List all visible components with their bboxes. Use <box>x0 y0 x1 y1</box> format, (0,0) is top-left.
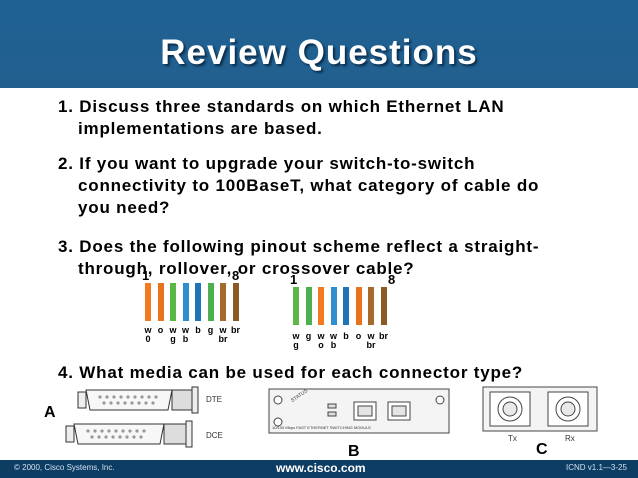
pinout-left-label-6-top: g <box>207 325 214 335</box>
question-3-line-1: 3. Does the following pinout scheme refl… <box>58 237 540 256</box>
connector-c-letter: C <box>536 441 548 458</box>
pinout-right-label-3-top: w <box>317 331 325 341</box>
pinout-right-label-3-bottom: o <box>318 340 324 350</box>
pinout-left-wire-7 <box>220 283 226 321</box>
pinout-right-wire-3 <box>318 287 324 325</box>
pinout-right-label-1-top: w <box>292 331 300 341</box>
pinout-left-first-pin: 1 <box>142 268 150 283</box>
title-band <box>0 0 638 88</box>
pinout-right-wire-2 <box>305 287 312 325</box>
pinout-left-wire-4 <box>182 283 189 321</box>
question-1: 1. Discuss three standards on which Ethe… <box>58 96 505 140</box>
question-2-line-3: you need? <box>78 198 171 217</box>
pinout-left-label-1-top: w <box>144 325 152 335</box>
question-4-line-1: 4. What media can be used for each conne… <box>58 363 524 382</box>
pinout-right-label-4-bottom: b <box>330 340 337 350</box>
pinout-left-wire-2 <box>157 283 164 321</box>
connector-b-letter: B <box>348 443 360 460</box>
pinout-left-wire-8 <box>232 283 239 321</box>
pinout-right-label-4-top: w <box>329 331 337 341</box>
question-2-line-2: connectivity to 100BaseT, what category … <box>78 176 540 195</box>
pinout-right-label-5-top: b <box>343 331 349 341</box>
slide-title: Review Questions <box>160 33 478 72</box>
pinout-left-label-2-top: o <box>157 325 164 335</box>
pinout-right-label-1-bottom: g <box>293 340 299 350</box>
footer-copyright: © 2000, Cisco Systems, Inc. <box>14 463 115 472</box>
switching-module-image <box>268 388 450 434</box>
pinout-left-wire-6 <box>207 283 214 321</box>
pinout-left-label-7-top: w <box>219 325 227 335</box>
pinout-left-wire-3 <box>170 283 176 321</box>
pinout-right-wire-7 <box>368 287 374 325</box>
fiber-connector-image <box>482 386 598 432</box>
question-2-line-1: 2. If you want to upgrade your switch-to… <box>58 154 476 173</box>
tx-label: Tx <box>508 434 517 443</box>
pinout-left-label-1-bottom: 0 <box>145 334 151 344</box>
pinout-left-wire-5 <box>195 283 201 321</box>
pinout-left-last-pin: 8 <box>232 268 240 283</box>
footer: © 2000, Cisco Systems, Inc. www.cisco.co… <box>0 460 638 478</box>
question-1-line-1: 1. Discuss three standards on which Ethe… <box>58 97 505 116</box>
footer-course: ICND v1.1—3-25 <box>566 463 627 472</box>
pinout-left-label-5-top: b <box>195 325 201 335</box>
pinout-left-label-3-bottom: g <box>170 334 176 344</box>
question-3: 3. Does the following pinout scheme refl… <box>58 236 539 280</box>
pinout-right-label-7-top: w <box>367 331 375 341</box>
pinout-left-label-4-top: w <box>181 325 189 335</box>
pinout-right-label-6-top: o <box>355 331 362 341</box>
pinout-right-wire-6 <box>355 287 362 325</box>
pinout-left-wire-1 <box>145 283 151 321</box>
pinout-right-wire-1 <box>293 287 299 325</box>
pinout-right-wire-5 <box>343 287 349 325</box>
dte-label: DTE <box>206 395 222 404</box>
pinout-right-label-8-top: br <box>379 331 388 341</box>
pinout-right-label-2-top: g <box>305 331 312 341</box>
question-2: 2. If you want to upgrade your switch-to… <box>58 153 539 219</box>
pinout-left-label-8-top: br <box>231 325 240 335</box>
serial-connectors-image <box>65 386 199 448</box>
pinout-left-label-7-bottom: br <box>218 334 228 344</box>
question-1-line-2: implementations are based. <box>78 119 323 138</box>
module-caption: 10/100 Mbps FAST ETHERNET SWITCHING MODU… <box>272 425 371 430</box>
question-3-line-2: through, rollover, or crossover cable? <box>78 259 415 278</box>
pinout-right-wire-4 <box>330 287 337 325</box>
rx-label: Rx <box>565 434 575 443</box>
question-4: 4. What media can be used for each conne… <box>58 362 523 384</box>
pinout-left-label-3-top: w <box>169 325 177 335</box>
connector-a-letter: A <box>44 404 56 421</box>
pinout-right-wire-8 <box>380 287 387 325</box>
footer-url: www.cisco.com <box>276 461 366 475</box>
pinout-right-label-7-bottom: br <box>366 340 376 350</box>
pinout-right-last-pin: 8 <box>388 272 396 287</box>
dce-label: DCE <box>206 431 223 440</box>
pinout-left-label-4-bottom: b <box>182 334 189 344</box>
pinout-right-first-pin: 1 <box>290 272 298 287</box>
